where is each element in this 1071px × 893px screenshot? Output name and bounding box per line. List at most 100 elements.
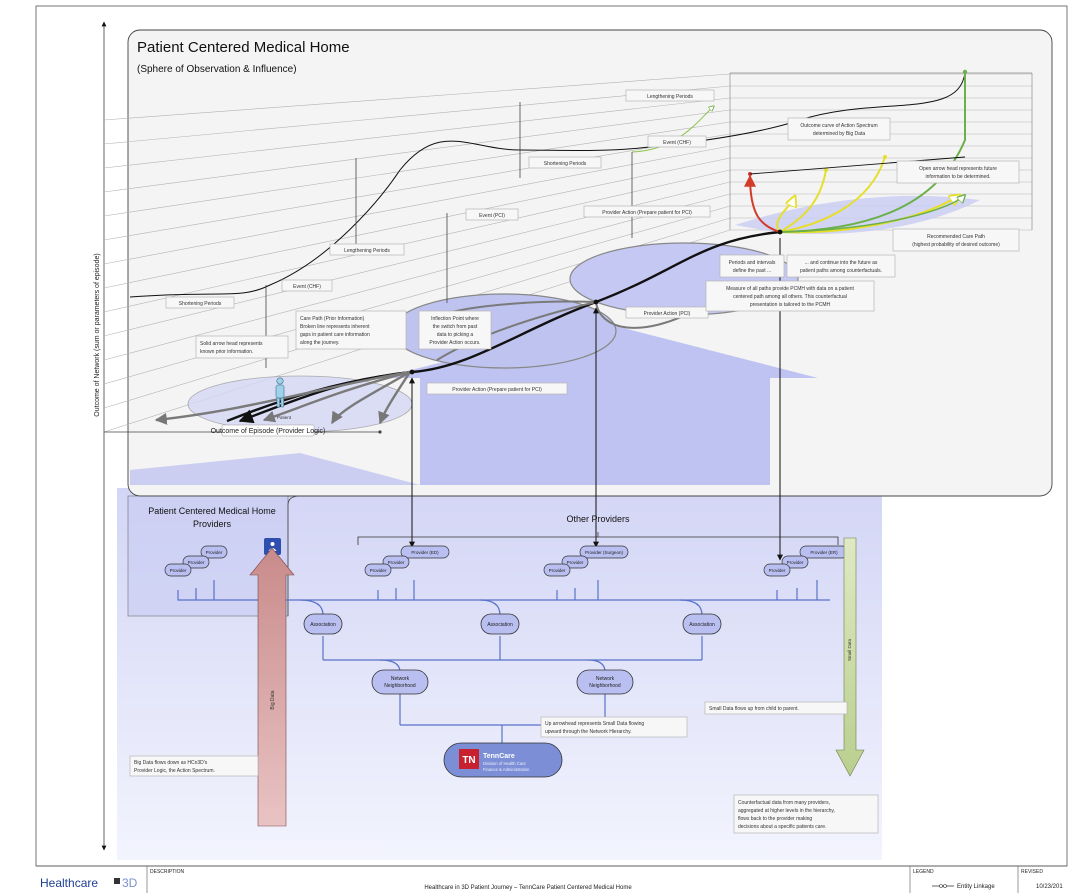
neighborhood-nodes: Network Neighborhood Network Neighborhoo… <box>371 669 634 695</box>
callout-event-pci: Event (PCI) <box>479 213 505 219</box>
association-nodes: Association Association Association <box>303 613 722 635</box>
callout-measure-3: presentation is tailored to the PCMH <box>750 302 831 308</box>
event-chf-branch <box>631 106 714 153</box>
association-node-2[interactable] <box>480 613 520 635</box>
description-label: DESCRIPTION <box>150 869 185 875</box>
neighborhood-label-1a: Network <box>391 676 410 682</box>
description-text: Healthcare in 3D Patient Journey – TennC… <box>424 885 632 891</box>
small-data-arrow <box>835 537 865 777</box>
callout-recommended-2: (highest probability of desired outcome) <box>912 242 1000 248</box>
tenncare-sub-1: Division of Health Care <box>483 761 526 766</box>
callout-inflection-1: Inflection Point where <box>431 316 479 322</box>
provider-label: Provider <box>769 568 786 573</box>
callout-care-path-3: gaps in patient care information <box>300 332 370 338</box>
provider-node-er[interactable] <box>781 555 809 569</box>
neighborhood-label-1b: Neighborhood <box>384 683 416 689</box>
grid-line <box>103 169 731 313</box>
ellipse-bottom <box>187 375 413 433</box>
pcmh-providers-title-1: Patient Centered Medical Home <box>148 506 276 516</box>
callout-outcome-curve-1: Outcome curve of Action Spectrum <box>800 123 877 129</box>
outcome-curve <box>749 156 966 175</box>
callouts: Lengthening Periods Event (CHF) Shorteni… <box>165 89 1020 395</box>
callout-periods-past-1: Periods and intervals <box>729 260 776 266</box>
provider-label: Provider <box>170 568 187 573</box>
callout-continue-future-1: ... and continue into the future as <box>805 260 878 266</box>
callout-provider-action-bottom: Provider Action (Prepare patient for PCI… <box>452 387 542 393</box>
provider-node-pcmh[interactable] <box>200 545 228 559</box>
y-axis-label: Outcome of Network (sum or parameters of… <box>94 253 101 416</box>
neighborhood-label-2b: Neighborhood <box>589 683 621 689</box>
grid-line <box>103 109 731 193</box>
provider-label: Provider <box>188 560 205 565</box>
neighborhood-node-2[interactable] <box>576 669 634 695</box>
grid-line <box>103 133 731 241</box>
up-arrow-note-2: upward through the Network Hierarchy. <box>545 729 632 735</box>
small-data-note: Small Data flows up from child to parent… <box>709 706 799 712</box>
patient-figure: Patient <box>275 377 292 420</box>
provider-node-surgeon[interactable] <box>543 563 571 577</box>
tenncare-name: TennCare <box>483 753 515 760</box>
callout-solid-arrow-1: Solid arrow head represents <box>200 341 263 347</box>
callout-provider-action-top: Provider Action (Prepare patient for PCI… <box>602 210 692 216</box>
patient-label: Patient <box>277 415 292 420</box>
counterfactual-arrows <box>154 370 412 425</box>
revised-date: 10/23/201 <box>1036 884 1063 890</box>
callout-lengthening-mid: Lengthening Periods <box>344 248 390 254</box>
legend-label: LEGEND <box>913 869 934 875</box>
key-points <box>409 229 783 375</box>
provider-node-pcmh[interactable] <box>164 563 192 577</box>
provider-node-ed[interactable] <box>364 563 392 577</box>
pcmh-title: Patient Centered Medical Home <box>137 39 350 56</box>
callout-outcome-curve-2: determined by Big Data <box>813 131 865 137</box>
callout-event-chf-left: Event (CHF) <box>293 284 321 290</box>
big-data-note-2: Provider Logic, the Action Spectrum. <box>134 768 215 774</box>
provider-label: Provider <box>549 568 566 573</box>
tenncare-node[interactable]: TN TennCare Division of Health Care Fina… <box>443 742 563 778</box>
tenncare-sub-2: Finance & Administration <box>483 767 530 772</box>
provider-node-er[interactable] <box>763 563 791 577</box>
pcmh-providers-title-2: Providers <box>193 519 232 529</box>
brand-name: Healthcare <box>40 876 98 890</box>
grid-line <box>103 73 731 121</box>
counterfactual-note-2: aggregated at higher levels in the hiera… <box>738 808 835 814</box>
grid-line <box>103 97 731 169</box>
grid-line <box>103 193 731 361</box>
association-node-3[interactable] <box>682 613 722 635</box>
neighborhood-node-1[interactable] <box>371 669 429 695</box>
grid-line <box>103 157 731 289</box>
drop-lines <box>265 102 633 368</box>
provider-node-surgeon[interactable] <box>579 545 629 559</box>
big-data-label: Big Data <box>270 690 276 709</box>
grid-line <box>103 145 731 265</box>
red-path <box>744 174 781 233</box>
grid-line <box>103 121 731 217</box>
tenncare-badge: TN <box>462 755 475 766</box>
person-icon <box>264 538 281 555</box>
entity-linkage-icon <box>932 884 954 888</box>
brand-suffix: 3D <box>122 876 138 890</box>
provider-label: Provider <box>370 568 387 573</box>
pcmh-subtitle: (Sphere of Observation & Influence) <box>137 64 297 75</box>
callout-inflection-4: Provider Action occurs. <box>429 340 480 346</box>
callout-inflection-2: the switch from past <box>433 324 478 330</box>
big-data-note-1: Big Data flows down as HCn3D's <box>134 760 208 766</box>
callout-care-path-2: Broken line represents inherent <box>300 324 370 330</box>
footer: Healthcare 3D DESCRIPTION Healthcare in … <box>36 865 1067 893</box>
ellipse-right <box>735 195 980 235</box>
provider-node-surgeon[interactable] <box>561 555 589 569</box>
up-arrow-note-1: Up arrowhead represents Small Data flowi… <box>545 721 644 727</box>
provider-node-ed[interactable] <box>382 555 410 569</box>
brand-cube-icon <box>114 878 120 884</box>
callout-lengthening-top: Lengthening Periods <box>647 94 693 100</box>
provider-node-ed[interactable] <box>400 545 450 559</box>
provider-label: Provider <box>567 560 584 565</box>
small-data-label: Small Data <box>847 639 852 662</box>
provider-label: Provider <box>206 550 223 555</box>
legend-item: Entity Linkage <box>957 884 995 890</box>
association-label-2: Association <box>487 622 513 628</box>
association-label-1: Association <box>310 622 336 628</box>
provider-label: Provider <box>787 560 804 565</box>
association-node-1[interactable] <box>303 613 343 635</box>
provider-node-pcmh[interactable] <box>182 555 210 569</box>
